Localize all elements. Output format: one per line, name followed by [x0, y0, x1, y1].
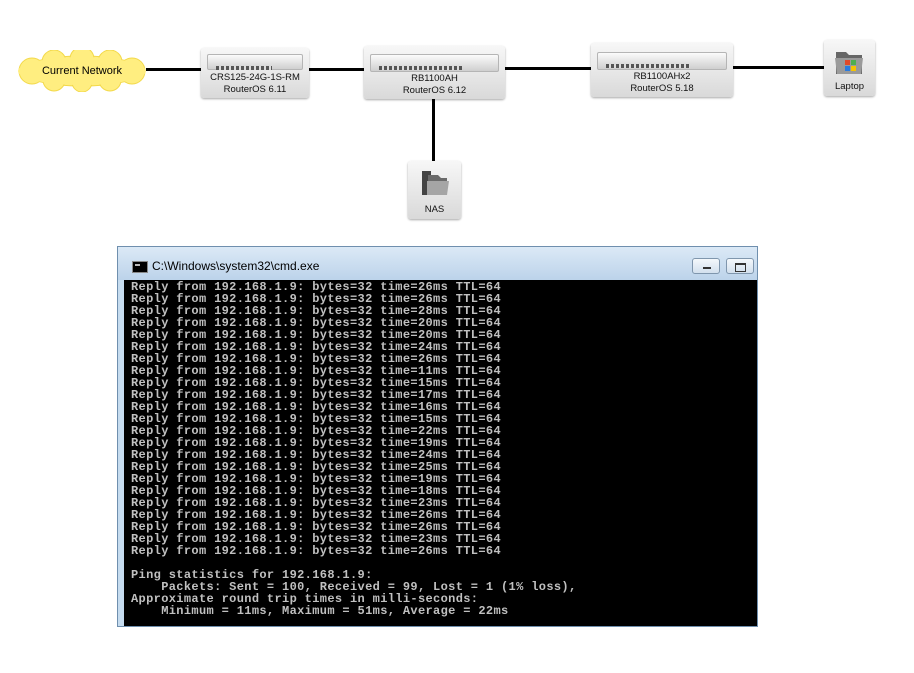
link-rb1100ahx2-laptop — [732, 66, 824, 69]
cmd-window-title: C:\Windows\system32\cmd.exe — [152, 259, 320, 273]
reply-line: Reply from 192.168.1.9: bytes=32 time=26… — [131, 292, 502, 306]
cmd-window[interactable]: C:\Windows\system32\cmd.exe Reply from 1… — [117, 246, 758, 627]
maximize-button[interactable] — [726, 258, 754, 274]
cloud-icon — [18, 46, 146, 93]
link-rb1100ah-nas — [432, 99, 435, 161]
reply-line: Reply from 192.168.1.9: bytes=32 time=26… — [131, 520, 502, 534]
reply-line: Reply from 192.168.1.9: bytes=32 time=26… — [131, 352, 502, 366]
reply-line: Reply from 192.168.1.9: bytes=32 time=23… — [131, 496, 502, 510]
reply-line: Reply from 192.168.1.9: bytes=32 time=15… — [131, 412, 502, 426]
device-name: CRS125-24G-1S-RM — [210, 72, 300, 83]
reply-line: Reply from 192.168.1.9: bytes=32 time=19… — [131, 472, 502, 486]
reply-line: Reply from 192.168.1.9: bytes=32 time=20… — [131, 328, 502, 342]
device-laptop[interactable]: Laptop — [824, 40, 875, 96]
reply-line: Reply from 192.168.1.9: bytes=32 time=19… — [131, 436, 502, 450]
device-crs125[interactable]: CRS125-24G-1S-RM RouterOS 6.11 — [201, 48, 309, 98]
nas-folder-icon — [422, 171, 449, 195]
reply-line: Reply from 192.168.1.9: bytes=32 time=25… — [131, 460, 502, 474]
windows-folder-icon — [835, 52, 863, 74]
rtt-header: Approximate round trip times in milli-se… — [131, 592, 479, 606]
packets-line: Packets: Sent = 100, Received = 99, Lost… — [131, 580, 577, 594]
device-os: RouterOS 6.12 — [402, 85, 467, 96]
device-name: RB1100AHx2 — [633, 71, 691, 82]
device-nas[interactable]: NAS — [408, 161, 461, 219]
link-rb1100ah-rb1100ahx2 — [504, 67, 592, 70]
reply-line: Reply from 192.168.1.9: bytes=32 time=26… — [131, 508, 502, 522]
reply-line: Reply from 192.168.1.9: bytes=32 time=16… — [131, 400, 502, 414]
cloud-label: Current Network — [41, 65, 123, 77]
reply-lines: Reply from 192.168.1.9: bytes=32 time=26… — [131, 280, 501, 558]
device-rb1100ahx2[interactable]: RB1100AHx2 RouterOS 5.18 — [591, 43, 733, 97]
reply-line: Reply from 192.168.1.9: bytes=32 time=24… — [131, 340, 502, 354]
device-name: RB1100AH — [411, 73, 458, 84]
reply-line: Reply from 192.168.1.9: bytes=32 time=22… — [131, 424, 502, 438]
reply-line: Reply from 192.168.1.9: bytes=32 time=24… — [131, 448, 502, 462]
switch-icon — [207, 54, 303, 70]
link-crs-rb1100ah — [308, 68, 364, 71]
device-os: RouterOS 5.18 — [630, 83, 694, 94]
console-output[interactable]: Reply from 192.168.1.9: bytes=32 time=26… — [124, 280, 757, 626]
rtt-line: Minimum = 11ms, Maximum = 51ms, Average … — [131, 604, 509, 618]
reply-line: Reply from 192.168.1.9: bytes=32 time=15… — [131, 376, 502, 390]
device-os: RouterOS 6.11 — [223, 84, 287, 95]
reply-line: Reply from 192.168.1.9: bytes=32 time=18… — [131, 484, 502, 498]
reply-line: Reply from 192.168.1.9: bytes=32 time=11… — [131, 364, 502, 378]
router-icon — [597, 52, 727, 70]
laptop-label: Laptop — [834, 81, 865, 92]
reply-line: Reply from 192.168.1.9: bytes=32 time=20… — [131, 316, 502, 330]
cmd-titlebar[interactable]: C:\Windows\system32\cmd.exe — [118, 247, 757, 280]
reply-line: Reply from 192.168.1.9: bytes=32 time=26… — [131, 280, 502, 294]
reply-line: Reply from 192.168.1.9: bytes=32 time=26… — [131, 544, 502, 558]
link-cloud-crs — [146, 68, 202, 71]
stats-header: Ping statistics for 192.168.1.9: — [131, 568, 373, 582]
device-rb1100ah[interactable]: RB1100AH RouterOS 6.12 — [364, 46, 505, 99]
router-icon — [370, 54, 499, 72]
nas-label: NAS — [424, 204, 445, 215]
reply-line: Reply from 192.168.1.9: bytes=32 time=28… — [131, 304, 502, 318]
reply-line: Reply from 192.168.1.9: bytes=32 time=17… — [131, 388, 502, 402]
minimize-button[interactable] — [692, 258, 720, 274]
console-text: Reply from 192.168.1.9: bytes=32 time=26… — [124, 280, 757, 617]
current-network-cloud: Current Network — [14, 46, 150, 93]
cmd-app-icon — [132, 261, 148, 273]
reply-line: Reply from 192.168.1.9: bytes=32 time=23… — [131, 532, 502, 546]
